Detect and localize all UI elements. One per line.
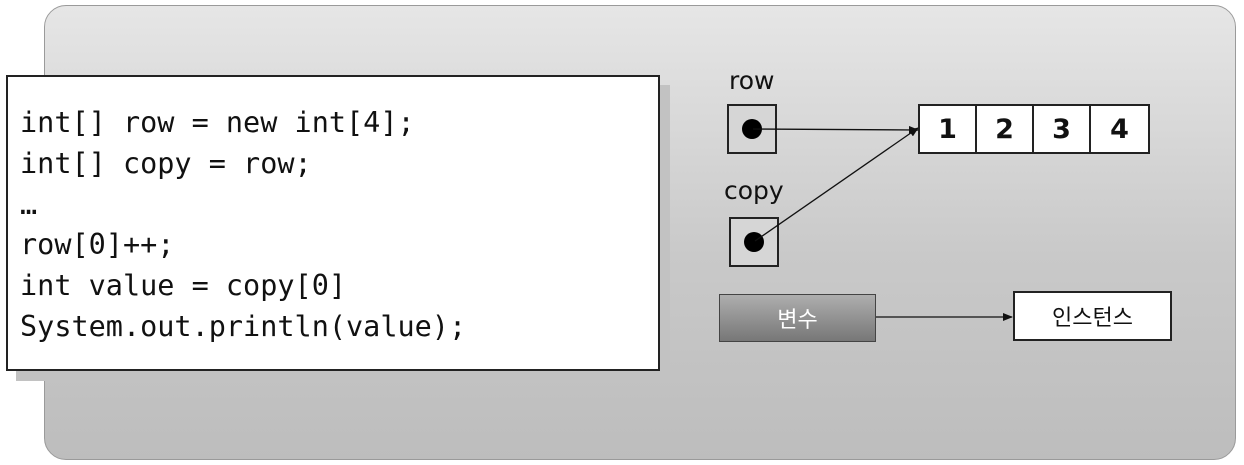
code-line-4: row[0]++; (20, 228, 175, 261)
row-reference-arrow (752, 125, 919, 134)
code-line-6: System.out.println(value); (20, 310, 467, 343)
legend-variable-box: 변수 (719, 294, 876, 342)
copy-reference-arrow (754, 127, 919, 242)
array-cell-1: 2 (977, 106, 1034, 152)
legend-instance-box: 인스턴스 (1013, 291, 1172, 341)
array-cell-0: 1 (920, 106, 977, 152)
copy-reference-dot (744, 232, 764, 252)
copy-variable-label: copy (724, 176, 784, 205)
array-cell-3: 4 (1110, 113, 1129, 145)
code-line-1: int[] row = new int[4]; (20, 106, 415, 139)
row-reference-dot (742, 119, 762, 139)
code-line-2: int[] copy = row; (20, 147, 312, 180)
code-line-3: … (20, 188, 38, 221)
code-line-5: int value = copy[0] (20, 269, 347, 302)
copy-reference-box (729, 217, 779, 267)
int-array-instance: 1 2 3 4 (918, 104, 1150, 154)
array-cell-2: 3 (1034, 106, 1091, 152)
row-variable-label: row (729, 66, 775, 95)
code-box: int[] row = new int[4]; int[] copy = row… (6, 75, 660, 371)
